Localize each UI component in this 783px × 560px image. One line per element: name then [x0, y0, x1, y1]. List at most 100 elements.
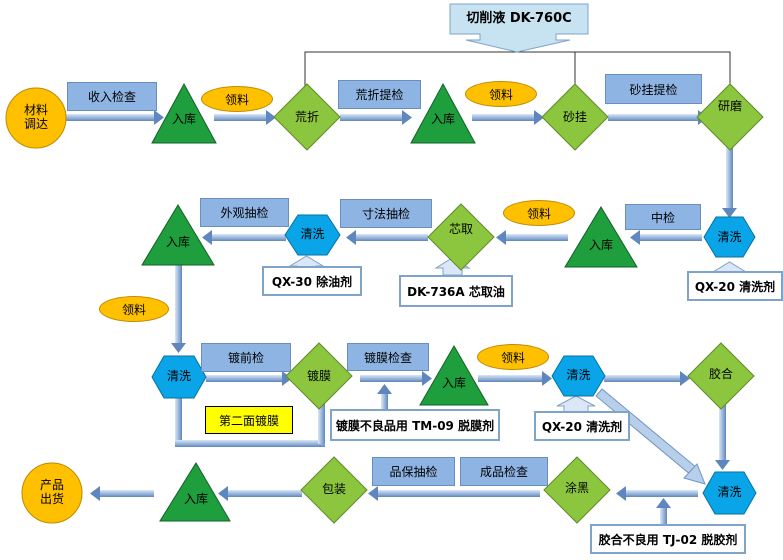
clean1-hexagon	[703, 216, 756, 258]
note-cutting-fluid: 切削液 DK-760C	[466, 10, 572, 26]
note-qx20-b: QX-20 清洗剂	[534, 411, 630, 441]
arrowhead	[346, 230, 356, 245]
arrow-glue-to-clean5	[719, 402, 726, 460]
node-clean3: 清洗	[166, 369, 191, 384]
node-store1: 入库	[171, 112, 196, 127]
clean2-hexagon	[284, 214, 341, 256]
arrowhead	[630, 230, 640, 245]
arrow-store5-to-clean4	[478, 375, 542, 382]
node-store5: 入库	[441, 376, 466, 391]
arrowhead	[218, 486, 228, 501]
arrow-coating-to-store5	[360, 375, 422, 382]
node-store3: 入库	[588, 238, 613, 253]
second-coat-label: 第二面镀膜	[205, 406, 293, 434]
arrow-clean5-to-blacken	[626, 490, 698, 497]
arrow-clean3-to-coating	[206, 375, 282, 382]
arrowhead	[680, 371, 690, 386]
row4-arrows	[90, 486, 698, 501]
arrowhead	[722, 208, 737, 218]
material-dispatch-circle	[5, 87, 67, 149]
check-quality-sample: 品保抽检	[372, 457, 455, 486]
arrow-store2-to-sand	[472, 114, 534, 121]
row2-arrows	[202, 230, 702, 245]
pack-diamond	[300, 456, 368, 524]
node-material-dispatch: 材料 调达	[23, 103, 48, 131]
note-tm09: 镀膜不良品用 TM-09 脱膜剂	[330, 409, 500, 441]
arrow-clean2-to-store4	[212, 234, 286, 241]
note-tj02: 胶合不良用 TJ-02 脱胶剂	[590, 524, 746, 554]
product-ship-circle	[21, 462, 83, 524]
arrow-store3-to-core	[506, 234, 568, 241]
store4-triangle	[141, 204, 215, 266]
arrow-sand-to-grind	[608, 114, 698, 121]
node-clean2: 清洗	[300, 227, 325, 242]
arrow-clean1-to-store3	[640, 234, 702, 241]
arrowhead	[496, 230, 506, 245]
arrow-pack-to-store6	[228, 490, 302, 497]
check-final: 成品检查	[460, 457, 548, 486]
material-pick-5: 领料	[477, 344, 549, 370]
material-pick-2: 领料	[465, 81, 537, 107]
arrowhead	[368, 486, 378, 501]
arrowhead	[154, 110, 164, 125]
clean4-hexagon	[551, 355, 606, 397]
arrowhead	[90, 486, 100, 501]
node-blacken: 涂黑	[564, 481, 589, 496]
clean3-hexagon	[151, 355, 207, 399]
node-clean5: 清洗	[717, 485, 742, 500]
arrow-core-to-clean2	[356, 234, 428, 241]
rough-fold-diamond	[273, 83, 341, 151]
node-core-take: 芯取	[448, 222, 473, 237]
arrowhead	[282, 371, 292, 386]
arrow-blacken-to-pack	[378, 490, 540, 497]
arrowhead	[202, 230, 212, 245]
glue-diamond	[687, 342, 755, 410]
arrowhead	[402, 110, 412, 125]
store1-triangle	[151, 82, 217, 144]
check-mid: 中检	[625, 204, 701, 230]
check-coat: 镀膜检查	[347, 343, 429, 371]
note-qx20-a: QX-20 清洗剂	[687, 271, 783, 301]
arrowhead	[715, 460, 730, 470]
node-product-ship: 产品 出货	[39, 478, 64, 506]
node-sand-hang: 砂挂	[562, 110, 587, 125]
store6-triangle	[159, 462, 231, 522]
note-qx30: QX-30 除油剂	[262, 266, 362, 296]
arrow-material-to-store1	[64, 114, 154, 121]
arrowhead	[683, 463, 706, 485]
arrowhead	[266, 110, 276, 125]
node-clean4: 清洗	[566, 368, 591, 383]
arrow-store1-to-rough	[214, 114, 266, 121]
material-pick-4: 领料	[99, 296, 169, 322]
check-appearance: 外观抽检	[200, 198, 289, 227]
node-pack: 包装	[321, 482, 346, 497]
arrow-clean4-to-glue	[604, 375, 680, 382]
check-sand: 砂挂提检	[605, 74, 702, 104]
arrow-grind-to-clean1	[726, 142, 733, 208]
sand-hang-diamond	[541, 83, 609, 151]
check-receive: 收入检查	[67, 82, 157, 111]
core-take-diamond	[427, 203, 495, 271]
arrow-store4-to-clean3	[175, 265, 182, 343]
clean5-hexagon	[702, 471, 757, 515]
node-store6: 入库	[183, 492, 208, 507]
note-dk736a: DK-736A 芯取油	[399, 275, 513, 307]
store3-triangle	[564, 206, 638, 268]
arrowhead	[616, 486, 626, 501]
grind-diamond	[696, 83, 764, 151]
arrow-rough-to-store2	[340, 114, 402, 121]
arrow-store6-to-ship	[100, 490, 154, 497]
coating-diamond	[285, 342, 353, 410]
node-grind: 研磨	[717, 99, 742, 114]
node-rough-fold: 荒折	[294, 110, 319, 125]
check-rough: 荒折提检	[338, 80, 421, 109]
blacken-diamond	[543, 456, 611, 524]
node-glue: 胶合	[708, 367, 733, 382]
store5-triangle	[419, 344, 489, 406]
store2-triangle	[410, 82, 476, 144]
node-clean1: 清洗	[717, 230, 742, 245]
row3-arrows	[206, 371, 690, 386]
node-store4: 入库	[165, 235, 190, 250]
arrowhead	[171, 343, 186, 353]
